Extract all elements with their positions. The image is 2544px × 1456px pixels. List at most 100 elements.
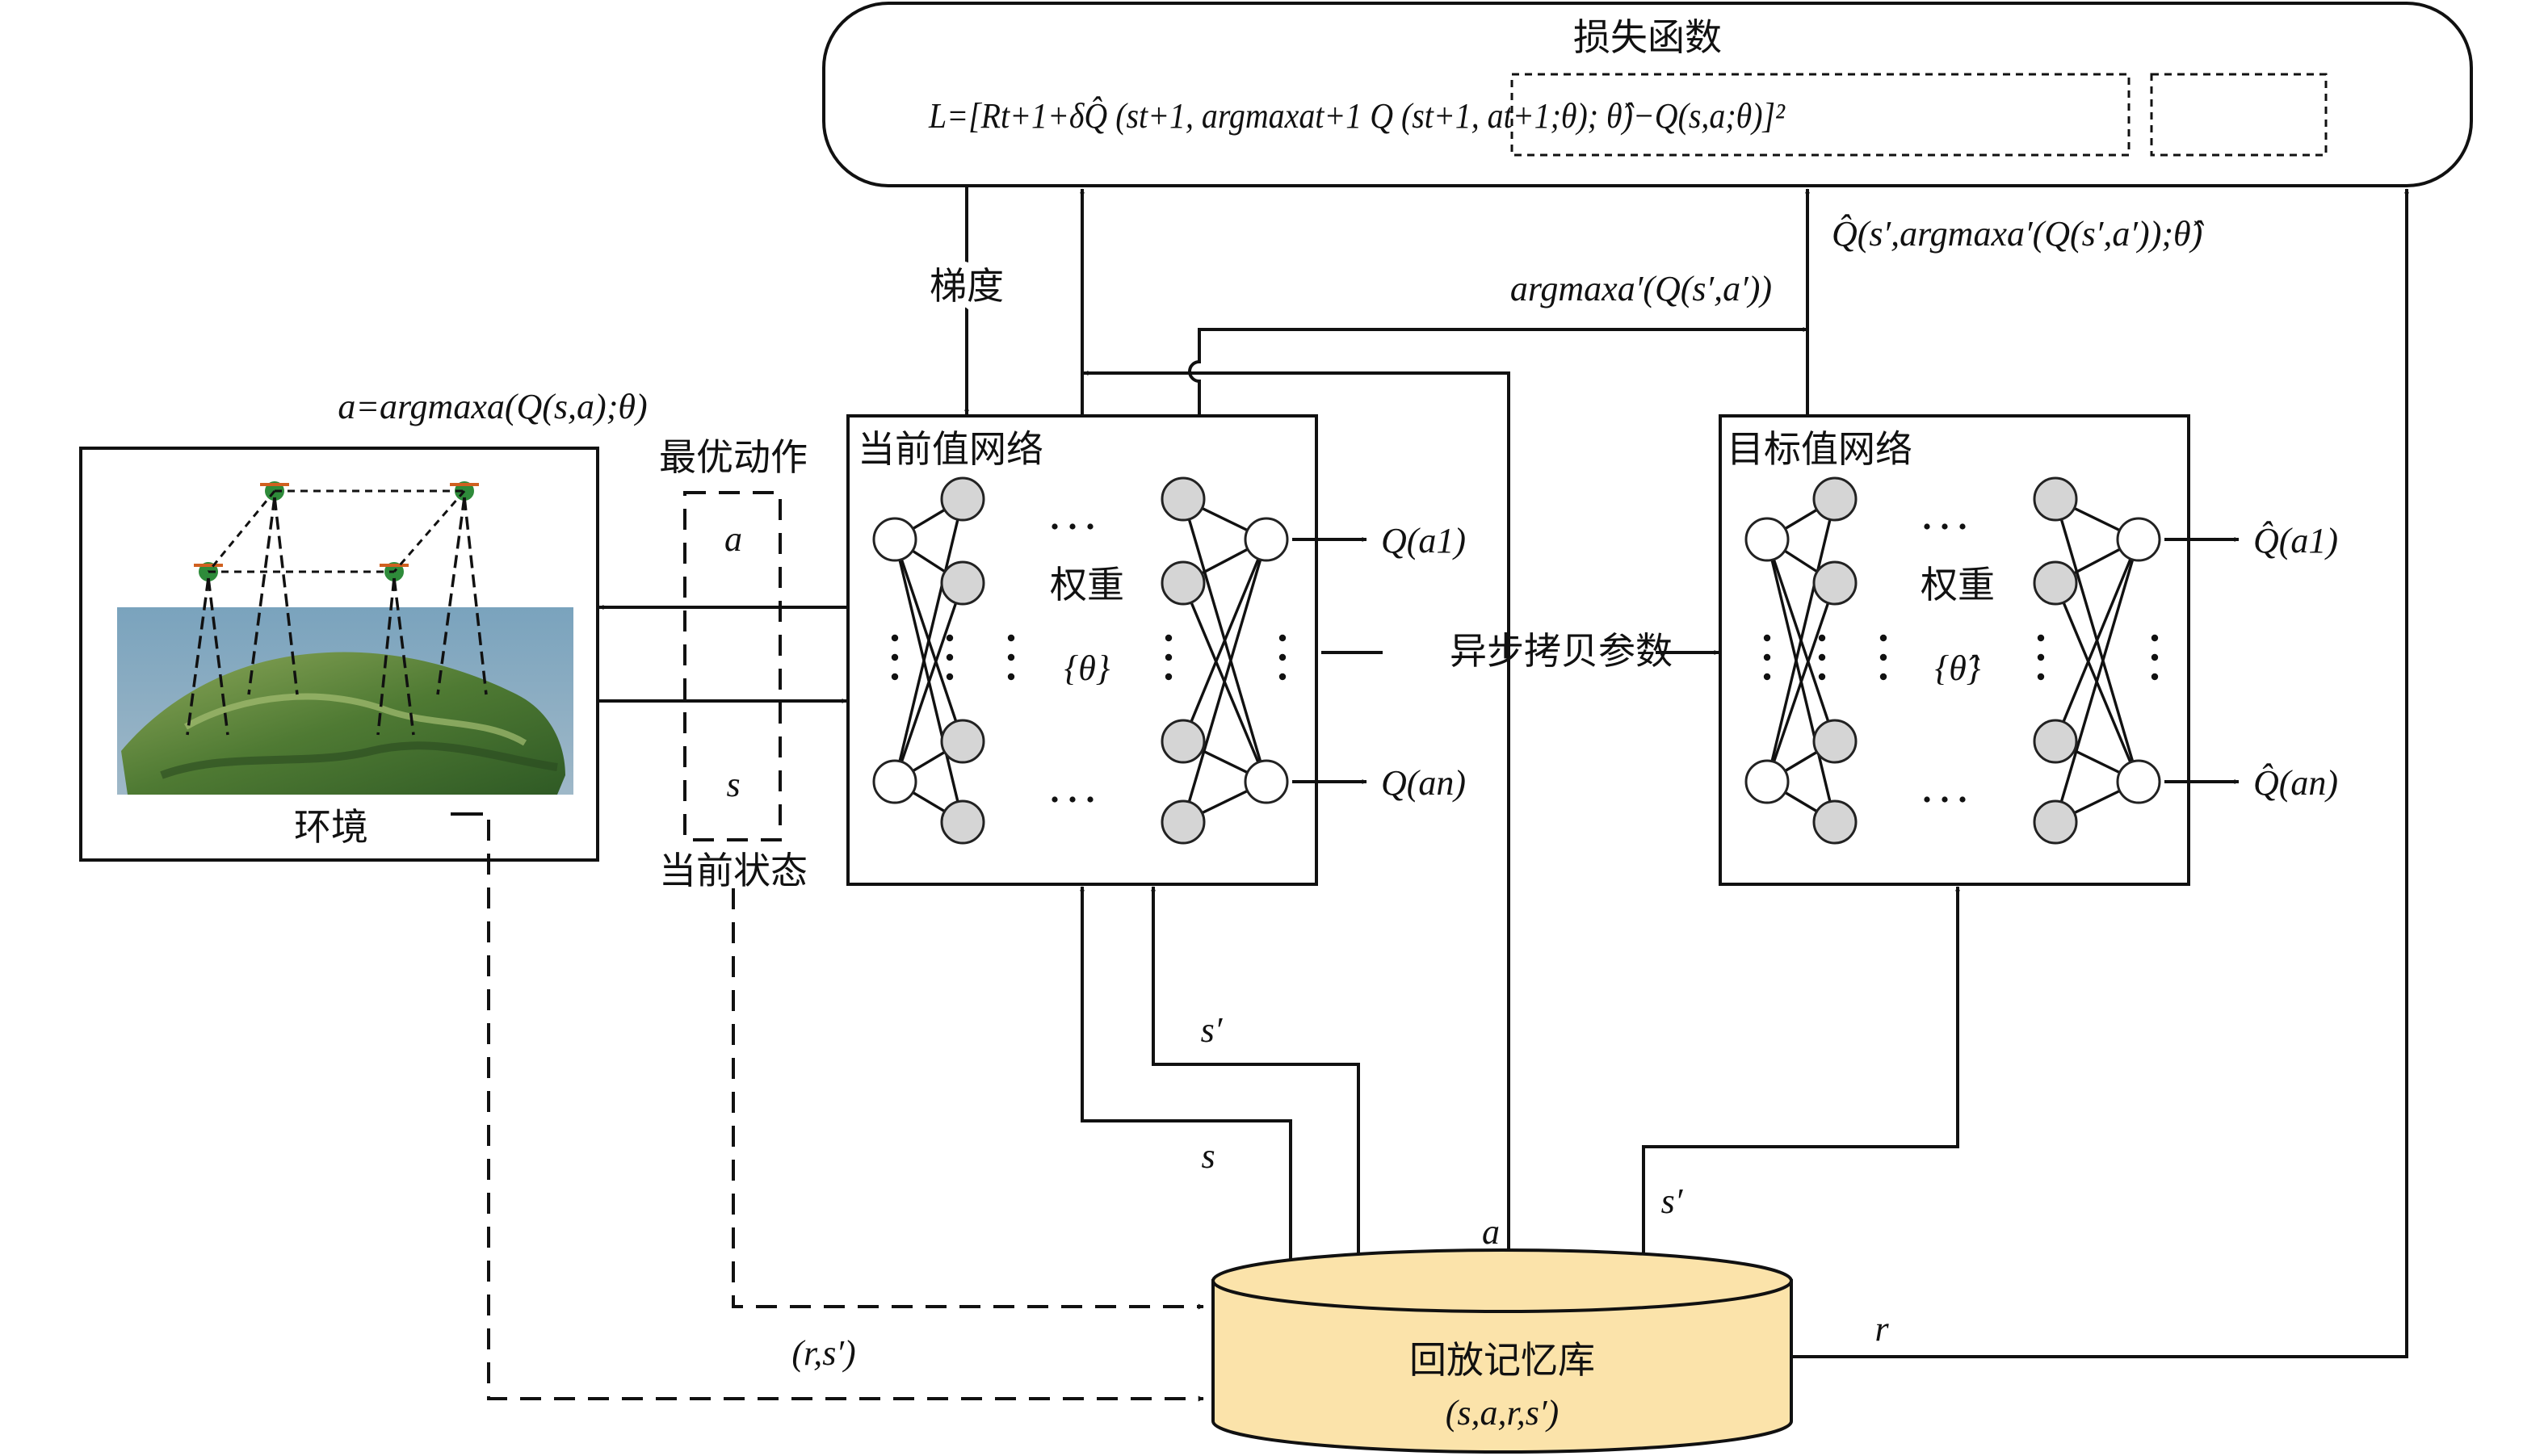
hidden-neuron <box>2033 719 2078 764</box>
ellipsis-dot <box>1924 523 1930 530</box>
current-network-title: 当前值网络 <box>858 427 1043 471</box>
hidden-neuron <box>2033 799 2078 845</box>
hidden-neuron <box>1812 799 1858 845</box>
output-neuron <box>1244 517 1289 562</box>
target-network-title: 目标值网络 <box>1727 427 1912 471</box>
reward-to-replay-dashed <box>487 820 1204 1402</box>
ellipsis-dot <box>2151 673 2159 681</box>
ellipsis-dot <box>1959 796 1966 803</box>
a-label: a <box>1482 1212 1500 1252</box>
ellipsis-dot <box>1052 523 1058 530</box>
current-state-label: 当前状态 <box>659 849 808 892</box>
replay-tuple: (s,a,r,s′) <box>1446 1393 1559 1433</box>
ellipsis-dot <box>1879 653 1887 661</box>
a-return-path <box>1083 371 1510 1261</box>
hidden-neuron <box>940 476 985 522</box>
argmax-action-label: a=argmaxa(Q(s,a);θ) <box>338 387 647 426</box>
hidden-neuron <box>1812 476 1858 522</box>
ellipsis-dot <box>946 673 954 681</box>
loss-function-box: 损失函数 L=[Rt+1+δQ̂ (st+1, argmaxat+1 Q (st… <box>822 2 2473 187</box>
argmax-path <box>1188 327 1808 416</box>
ellipsis-dot <box>1087 523 1094 530</box>
current-term-dashed-box <box>2150 73 2328 157</box>
target-weights-label: 权重 <box>1921 563 1995 606</box>
q-first-label: Q(a1) <box>1381 521 1466 560</box>
output-neuron <box>2116 759 2161 804</box>
ellipsis-dot <box>1278 673 1287 681</box>
qhat-last-label: Q̂(an) <box>2253 763 2338 803</box>
ellipsis-dot <box>1165 673 1173 681</box>
q-last-label: Q(an) <box>1381 763 1466 803</box>
ellipsis-dot <box>2151 634 2159 642</box>
action-box-label: a <box>724 519 742 559</box>
ellipsis-dot <box>891 634 899 642</box>
ellipsis-dot <box>1818 673 1826 681</box>
ellipsis-dot <box>1942 523 1948 530</box>
target-network-edges <box>1765 497 2140 824</box>
ellipsis-dot <box>1278 653 1287 661</box>
ellipsis-dot <box>1959 523 1966 530</box>
hidden-neuron <box>1812 560 1858 606</box>
r-s-prime-label: (r,s′) <box>791 1333 855 1373</box>
ellipsis-dot <box>1165 634 1173 642</box>
ellipsis-dot <box>2037 653 2045 661</box>
ellipsis-dot <box>1942 796 1948 803</box>
qhat-target-label: Q̂(s′,argmaxa′(Q(s′,a′));θ̂) <box>1832 214 2205 254</box>
s-path <box>1080 886 1292 1261</box>
hidden-neuron <box>940 799 985 845</box>
ellipsis-dot <box>946 653 954 661</box>
environment-label: 环境 <box>294 805 368 849</box>
current-theta-label: {θ} <box>1064 648 1110 688</box>
r-label: r <box>1874 1309 1889 1349</box>
action-state-dashed-box <box>683 491 782 841</box>
hidden-neuron <box>2033 476 2078 522</box>
optimal-action-label: 最优动作 <box>659 435 808 479</box>
argmax-target-label: argmaxa′(Q(s′,a′)) <box>1510 269 1772 308</box>
ellipsis-dot <box>1069 796 1076 803</box>
qhat-first-label: Q̂(a1) <box>2253 521 2338 560</box>
network-edge <box>1182 539 1268 823</box>
ellipsis-dot <box>1818 634 1826 642</box>
hidden-neuron <box>940 719 985 764</box>
ellipsis-dot <box>1165 653 1173 661</box>
loss-title: 损失函数 <box>1573 15 1722 59</box>
target-network-nodes <box>1744 476 2161 845</box>
current-network-nodes <box>872 476 1289 845</box>
network-edge <box>2054 539 2140 742</box>
ellipsis-dot <box>1924 796 1930 803</box>
ellipsis-dot <box>1007 673 1015 681</box>
ellipsis-dot <box>1879 673 1887 681</box>
target-value-network: 目标值网络 权重 {θ̂} <box>1719 414 2190 886</box>
ellipsis-dot <box>2037 634 2045 642</box>
state-box-label: s <box>726 765 740 804</box>
ellipsis-dot <box>1278 634 1287 642</box>
hidden-neuron <box>2033 560 2078 606</box>
ellipsis-dot <box>1763 653 1771 661</box>
target-s-prime-label: s′ <box>1661 1181 1684 1221</box>
target-theta-label: {θ̂} <box>1935 648 1981 688</box>
s-prime-label: s′ <box>1201 1010 1224 1050</box>
ellipsis-dot <box>1007 653 1015 661</box>
network-edge <box>2054 539 2140 823</box>
drone-links <box>207 489 466 573</box>
environment-image <box>117 607 573 795</box>
r-path <box>1791 188 2409 1358</box>
s-label: s <box>1201 1136 1215 1176</box>
async-copy-label: 异步拷贝参数 <box>1450 629 1673 673</box>
ellipsis-dot <box>891 673 899 681</box>
ellipsis-dot <box>1763 673 1771 681</box>
hidden-neuron <box>940 560 985 606</box>
ellipsis-dot <box>1052 796 1058 803</box>
hidden-neuron <box>1161 799 1206 845</box>
ellipsis-dot <box>946 634 954 642</box>
ellipsis-dot <box>1763 634 1771 642</box>
hidden-neuron <box>1812 719 1858 764</box>
input-neuron <box>872 517 917 562</box>
hidden-neuron <box>1161 476 1206 522</box>
gradient-label: 梯度 <box>930 264 1004 308</box>
output-neuron <box>1244 759 1289 804</box>
ellipsis-dot <box>2151 653 2159 661</box>
network-edge <box>1182 539 1268 742</box>
network-edge <box>893 582 964 783</box>
